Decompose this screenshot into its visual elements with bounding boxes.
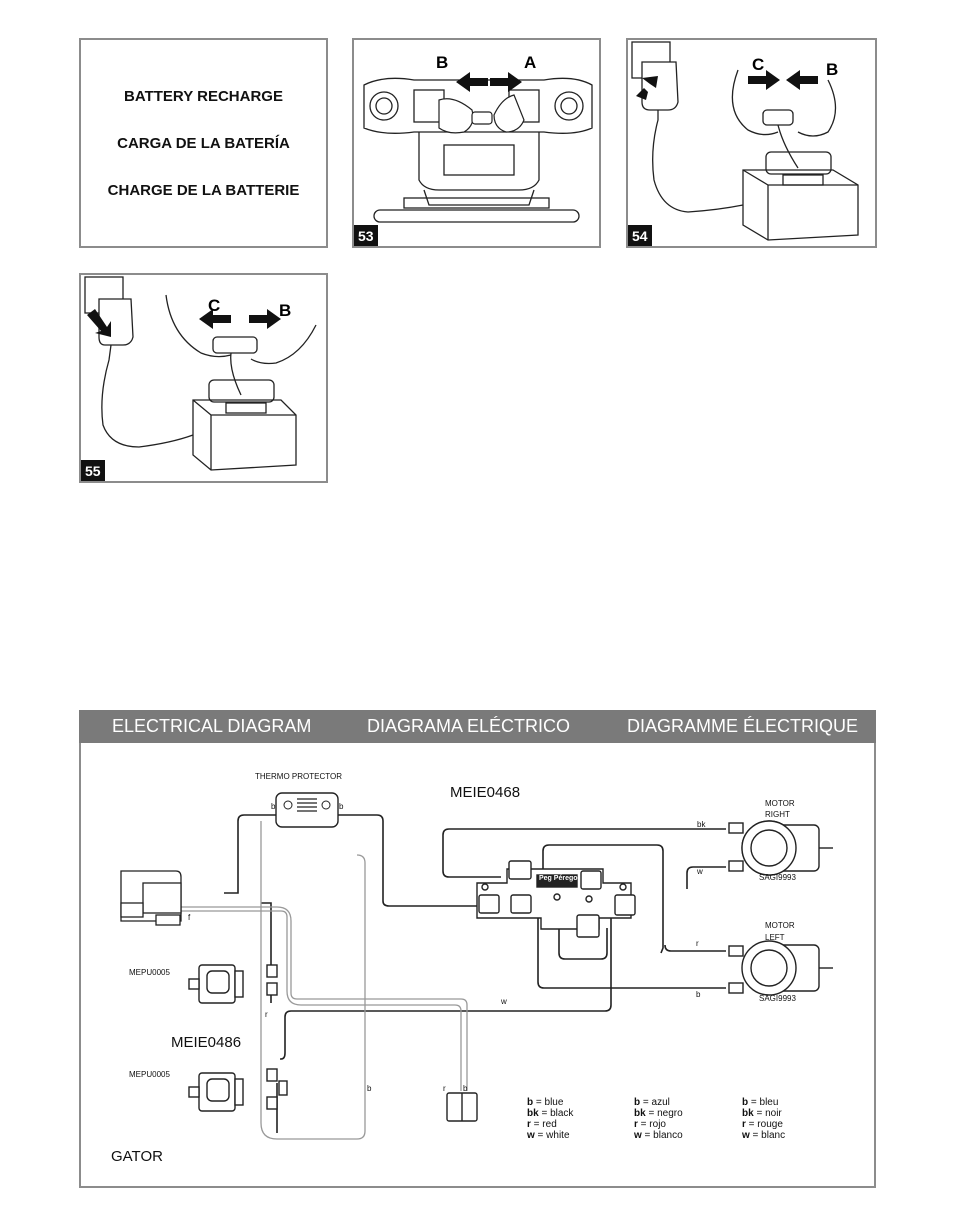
brand-label: Peg Pérego [539, 875, 578, 882]
motor-right-label-1: MOTOR [765, 799, 795, 808]
legend-row: r = rouge [742, 1119, 783, 1130]
figure-number-53: 53 [354, 225, 378, 246]
fig55-label-b: B [279, 301, 291, 320]
electrical-diagram: THERMO PROTECTOR MEIE0468 MEIE0486 MEPU0… [79, 743, 876, 1188]
vehicle-connector-illustration: B A [363, 53, 593, 223]
legend-english: b = blue bk = black r = red w = white [527, 1097, 573, 1141]
switch-top-label: MEPU0005 [129, 968, 170, 977]
figure-53: B A 53 [352, 38, 601, 248]
wire-label-b-5: b [463, 1084, 468, 1093]
wire-label-r-2: r [265, 1010, 268, 1019]
legend-row: bk = noir [742, 1108, 782, 1119]
part-number-bottom: MEIE0486 [171, 1034, 242, 1051]
motor-right-label-2: RIGHT [765, 810, 790, 819]
recharge-title-panel: BATTERY RECHARGE CARGA DE LA BATERÍA CHA… [79, 38, 328, 248]
fig54-label-b: B [826, 60, 838, 79]
wiring-schematic [120, 792, 833, 1140]
figure-54: C B 54 [626, 38, 877, 248]
header-spanish: DIAGRAMA ELÉCTRICO [367, 716, 571, 736]
electrical-diagram-header: ELECTRICAL DIAGRAM DIAGRAMA ELÉCTRICO DI… [79, 710, 876, 743]
charger-disconnect-illustration: C B [84, 276, 317, 471]
wire-label-b-4: b [367, 1084, 372, 1093]
figure-number-55: 55 [81, 460, 105, 481]
wire-label-b-3: b [696, 990, 701, 999]
switch-bottom-label: MEPU0005 [129, 1070, 170, 1079]
legend-row: bk = black [527, 1108, 574, 1119]
legend-french: b = bleu bk = noir r = rouge w = blanc [742, 1097, 785, 1141]
wire-label-bk: bk [697, 820, 706, 829]
wire-label-b-2: b [339, 802, 344, 811]
wire-label-f: f [188, 913, 191, 922]
legend-row: b = azul [634, 1097, 670, 1108]
motor-right-code: SAGI9993 [759, 873, 796, 882]
legend-spanish: b = azul bk = negro r = rojo w = blanco [634, 1097, 683, 1141]
fig55-label-c: C [208, 296, 220, 315]
figure-number-54: 54 [628, 225, 652, 246]
fig53-label-a: A [524, 53, 536, 72]
legend-row: b = bleu [742, 1097, 779, 1108]
model-name: GATOR [111, 1148, 163, 1165]
fig54-label-c: C [752, 55, 764, 74]
legend-row: r = red [527, 1119, 557, 1130]
legend-row: r = rojo [634, 1119, 666, 1130]
motor-left-label-2: LEFT [765, 933, 785, 942]
wire-label-r-1: r [696, 939, 699, 948]
motor-left-code: SAGI9993 [759, 994, 796, 1003]
charger-connect-illustration: C B [631, 41, 859, 241]
thermo-protector-label: THERMO PROTECTOR [255, 772, 342, 781]
wire-label-b-1: b [271, 802, 276, 811]
legend-row: w = blanc [742, 1130, 786, 1141]
title-carga-bateria: CARGA DE LA BATERÍA [117, 135, 290, 152]
legend-row: b = blue [527, 1097, 564, 1108]
part-number-top: MEIE0468 [450, 784, 521, 801]
wire-label-r-3: r [443, 1084, 446, 1093]
header-english: ELECTRICAL DIAGRAM [112, 716, 312, 736]
motor-left-label-1: MOTOR [765, 921, 795, 930]
figure-55: C B 55 [79, 273, 328, 483]
title-charge-batterie: CHARGE DE LA BATTERIE [107, 182, 300, 199]
fig53-label-b: B [436, 53, 448, 72]
legend-row: bk = negro [634, 1108, 683, 1119]
legend-row: w = white [527, 1130, 570, 1141]
title-battery-recharge: BATTERY RECHARGE [124, 88, 283, 105]
wire-label-w-1: w [697, 867, 703, 876]
wire-label-w-2: w [501, 997, 507, 1006]
header-french: DIAGRAMME ÉLECTRIQUE [627, 716, 859, 736]
legend-row: w = blanco [634, 1130, 683, 1141]
